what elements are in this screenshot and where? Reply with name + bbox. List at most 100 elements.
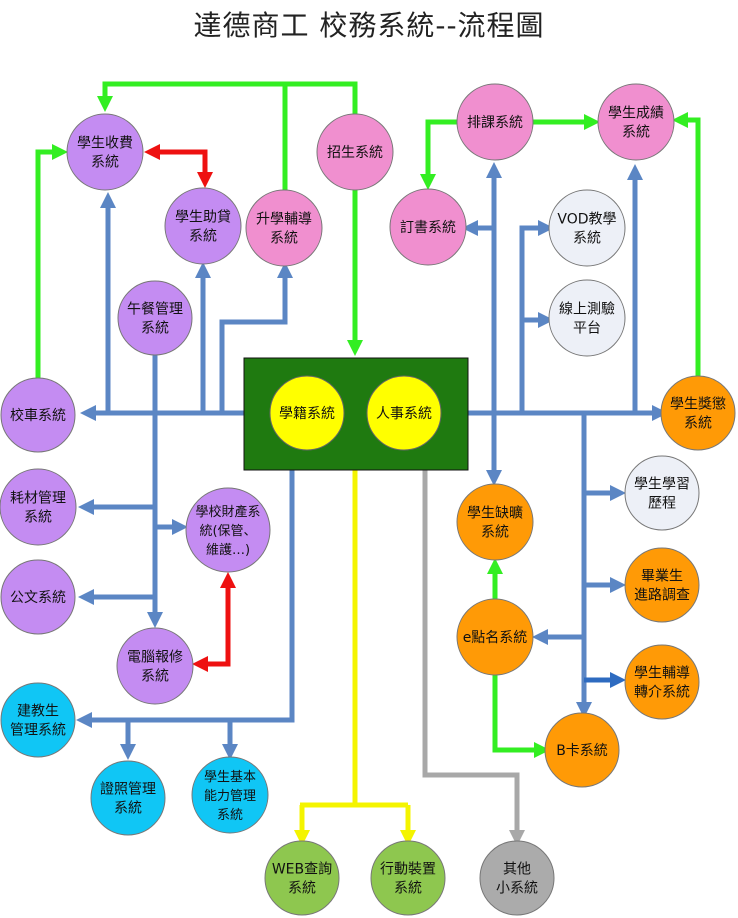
connector-property-repair <box>191 571 237 673</box>
node-portfolio-circle <box>624 455 700 531</box>
node-license-circle <box>90 760 166 836</box>
node-roll-call[interactable]: e點名系統 <box>456 598 534 676</box>
node-fee-label: 系統 <box>91 155 119 171</box>
node-counsel-circle <box>624 644 700 720</box>
connector-to-advance <box>219 261 294 413</box>
node-advance-label: 系統 <box>270 231 298 247</box>
node-supplies-label: 耗材管理 <box>10 491 66 507</box>
node-vod-label: VOD教學 <box>557 212 616 228</box>
node-web-query-circle <box>264 840 340 916</box>
node-roll-call-label: e點名系統 <box>463 630 528 646</box>
node-personnel[interactable]: 人事系統 <box>366 375 442 451</box>
node-student-status-label: 學籍系統 <box>279 405 335 422</box>
node-bcard-circle <box>544 712 620 788</box>
connector-fee-loan <box>143 143 214 189</box>
node-student-status[interactable]: 學籍系統 <box>269 375 345 451</box>
node-document-circle <box>0 559 76 635</box>
connector-bus-to-fee <box>35 143 69 378</box>
connector-rollcall-to-bcard <box>492 675 551 759</box>
node-other-label: 小系統 <box>496 881 538 897</box>
node-construction-label: 建教生 <box>17 704 59 720</box>
node-absence-label: 系統 <box>481 525 509 541</box>
node-bus-circle <box>0 377 76 453</box>
node-graduate-circle <box>624 547 700 623</box>
node-supplies-label: 系統 <box>24 510 52 526</box>
node-fee-circle <box>66 113 144 191</box>
node-construction-label: 管理系統 <box>10 723 66 739</box>
node-portfolio-label: 學生學習 <box>634 477 690 493</box>
node-bus[interactable]: 校車系統 <box>0 377 76 453</box>
node-other-circle <box>479 840 555 916</box>
node-lunch-label: 系統 <box>141 321 169 337</box>
node-repair-label: 電腦報修 <box>127 650 183 666</box>
node-schedule[interactable]: 排課系統 <box>456 83 534 161</box>
node-schedule-circle <box>456 83 534 161</box>
node-books-label: 訂書系統 <box>400 220 456 236</box>
node-enroll-label: 招生系統 <box>327 145 383 161</box>
node-repair-circle <box>116 627 194 705</box>
node-enroll-circle <box>316 113 394 191</box>
node-property-circle <box>185 487 271 573</box>
node-web-query-label: WEB查詢 <box>272 862 332 878</box>
node-enroll[interactable]: 招生系統 <box>316 113 394 191</box>
node-bcard[interactable]: B卡系統 <box>544 712 620 788</box>
node-advance-circle <box>245 189 323 267</box>
node-loan-label: 學生助貸 <box>175 210 231 226</box>
node-counsel-label: 學生輔導 <box>634 666 690 682</box>
node-web-query-label: 系統 <box>288 881 316 897</box>
node-online-test-label: 線上測驗 <box>559 302 615 318</box>
node-mobile-label: 行動裝置 <box>380 862 436 878</box>
node-loan-label: 系統 <box>189 229 217 245</box>
node-online-test-label: 平台 <box>573 321 601 337</box>
node-ability-label: 能力管理 <box>204 789 256 804</box>
node-supplies-circle <box>0 468 77 546</box>
node-document[interactable]: 公文系統 <box>0 559 76 635</box>
node-reward-label: 學生獎懲 <box>670 397 726 413</box>
connector-to-vod <box>519 219 555 413</box>
node-books-circle <box>389 188 467 266</box>
node-bus-label: 校車系統 <box>10 407 66 424</box>
node-document-label: 公文系統 <box>10 590 66 606</box>
node-roll-call-circle <box>456 598 534 676</box>
node-construction-circle <box>0 682 76 758</box>
node-lunch-circle <box>117 280 193 356</box>
connector-center-to-web-mobile <box>299 470 411 838</box>
node-graduate-label: 畢業生 <box>641 569 683 585</box>
node-grades-label: 系統 <box>622 125 650 141</box>
node-property-label: 統(保管、 <box>199 524 256 539</box>
node-schedule-label: 排課系統 <box>467 115 523 131</box>
node-reward-circle <box>660 375 736 451</box>
node-license-label: 系統 <box>114 801 142 817</box>
node-personnel-label: 人事系統 <box>376 406 432 422</box>
node-bcard-label: B卡系統 <box>556 743 608 759</box>
connector-center-to-other <box>422 470 526 847</box>
node-lunch-label: 午餐管理 <box>127 302 183 318</box>
node-mobile-label: 系統 <box>394 881 422 897</box>
node-fee-label: 學生收費 <box>77 136 133 152</box>
node-books[interactable]: 訂書系統 <box>389 188 467 266</box>
node-ability-label: 學生基本 <box>204 770 256 785</box>
